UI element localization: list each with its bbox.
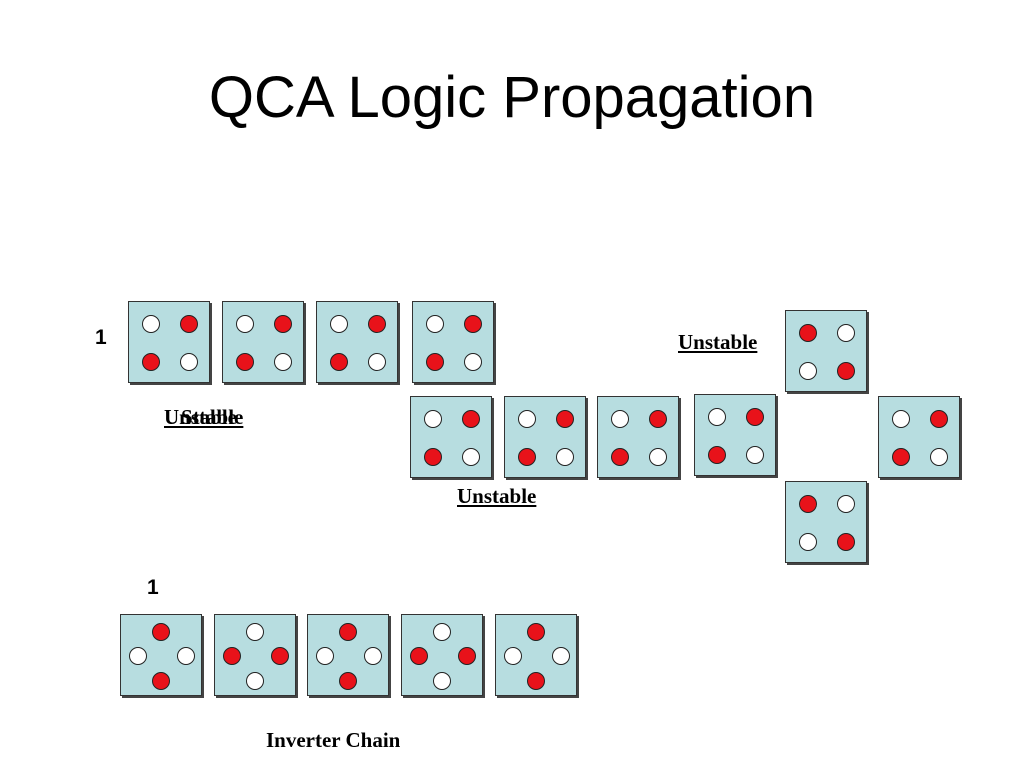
empty-dot	[129, 647, 147, 665]
empty-dot	[274, 353, 292, 371]
charged-dot	[799, 324, 817, 342]
empty-dot	[518, 410, 536, 428]
qca-cell	[878, 396, 960, 478]
slide-title: QCA Logic Propagation	[208, 65, 816, 130]
charged-dot	[799, 495, 817, 513]
empty-dot	[236, 315, 254, 333]
inverter-chain-label: Inverter Chain	[266, 728, 401, 752]
empty-dot	[708, 408, 726, 426]
charged-dot	[236, 353, 254, 371]
charged-dot	[527, 623, 545, 641]
empty-dot	[930, 448, 948, 466]
qca-cell	[128, 301, 210, 383]
empty-dot	[464, 353, 482, 371]
empty-dot	[462, 448, 480, 466]
charged-dot	[518, 448, 536, 466]
charged-dot	[152, 623, 170, 641]
qca-cell	[785, 310, 867, 392]
overlap-label-unstable: Unstable	[164, 405, 244, 429]
qca-cell	[410, 396, 492, 478]
empty-dot	[504, 647, 522, 665]
empty-dot	[799, 362, 817, 380]
empty-dot	[837, 324, 855, 342]
charged-dot	[424, 448, 442, 466]
charged-dot	[410, 647, 428, 665]
overlap-label-stable: Stable	[181, 405, 238, 429]
empty-dot	[837, 495, 855, 513]
charged-dot	[746, 408, 764, 426]
charged-dot	[152, 672, 170, 690]
middle-unstable-label: Unstable	[457, 484, 537, 508]
empty-dot	[426, 315, 444, 333]
charged-dot	[339, 623, 357, 641]
inverter-cell	[401, 614, 483, 696]
empty-dot	[611, 410, 629, 428]
qca-cell	[412, 301, 494, 383]
qca-cell	[316, 301, 398, 383]
charged-dot	[462, 410, 480, 428]
charged-dot	[527, 672, 545, 690]
charged-dot	[837, 533, 855, 551]
charged-dot	[271, 647, 289, 665]
inverter-cell	[307, 614, 389, 696]
empty-dot	[142, 315, 160, 333]
empty-dot	[556, 448, 574, 466]
empty-dot	[246, 623, 264, 641]
charged-dot	[274, 315, 292, 333]
inverter-cell	[120, 614, 202, 696]
charged-dot	[464, 315, 482, 333]
empty-dot	[746, 446, 764, 464]
charged-dot	[930, 410, 948, 428]
inverter-cell	[214, 614, 296, 696]
qca-cell	[785, 481, 867, 563]
charged-dot	[339, 672, 357, 690]
charged-dot	[368, 315, 386, 333]
charged-dot	[142, 353, 160, 371]
qca-cell	[694, 394, 776, 476]
qca-cell	[504, 396, 586, 478]
charged-dot	[223, 647, 241, 665]
empty-dot	[246, 672, 264, 690]
empty-dot	[424, 410, 442, 428]
empty-dot	[316, 647, 334, 665]
wire-input-value: 1	[95, 326, 107, 349]
inverter-cell	[495, 614, 577, 696]
empty-dot	[649, 448, 667, 466]
empty-dot	[552, 647, 570, 665]
charged-dot	[330, 353, 348, 371]
branch-unstable-label: Unstable	[678, 330, 758, 354]
charged-dot	[426, 353, 444, 371]
empty-dot	[368, 353, 386, 371]
empty-dot	[433, 623, 451, 641]
charged-dot	[708, 446, 726, 464]
charged-dot	[180, 315, 198, 333]
charged-dot	[611, 448, 629, 466]
charged-dot	[892, 448, 910, 466]
empty-dot	[433, 672, 451, 690]
charged-dot	[458, 647, 476, 665]
empty-dot	[177, 647, 195, 665]
charged-dot	[649, 410, 667, 428]
charged-dot	[837, 362, 855, 380]
empty-dot	[364, 647, 382, 665]
empty-dot	[330, 315, 348, 333]
empty-dot	[180, 353, 198, 371]
qca-cell	[597, 396, 679, 478]
qca-cell	[222, 301, 304, 383]
empty-dot	[799, 533, 817, 551]
charged-dot	[556, 410, 574, 428]
inverter-input-value: 1	[147, 576, 159, 599]
empty-dot	[892, 410, 910, 428]
